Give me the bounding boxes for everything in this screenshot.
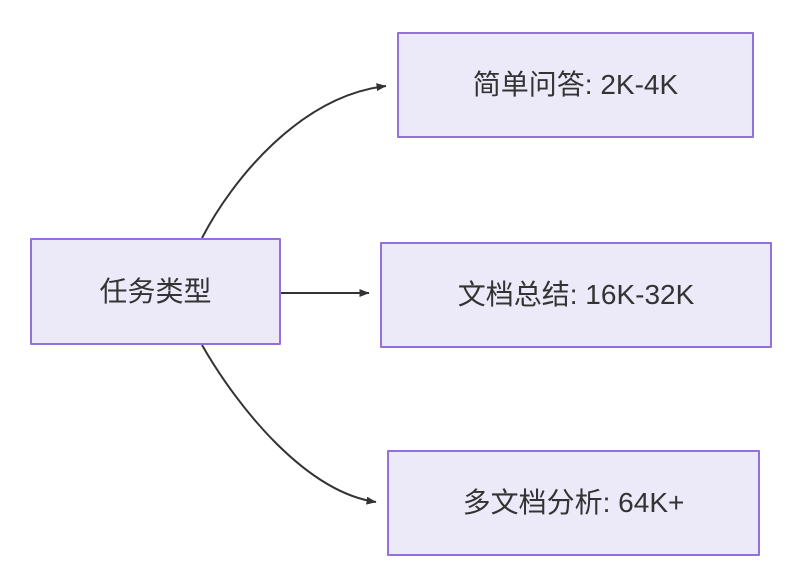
node-task-type[interactable]: 任务类型	[30, 238, 281, 345]
node-doc-summary[interactable]: 文档总结: 16K-32K	[380, 242, 772, 348]
node-simple-qa[interactable]: 简单问答: 2K-4K	[397, 32, 754, 138]
node-multi-doc-label: 多文档分析: 64K+	[462, 487, 685, 519]
node-task-type-label: 任务类型	[99, 275, 212, 307]
node-simple-qa-label: 简单问答: 2K-4K	[472, 69, 679, 101]
edge-root-to-multi-doc	[201, 344, 377, 505]
node-doc-summary-label: 文档总结: 16K-32K	[457, 279, 695, 311]
node-multi-doc[interactable]: 多文档分析: 64K+	[387, 450, 760, 556]
edge-root-to-simple-qa	[201, 83, 387, 239]
